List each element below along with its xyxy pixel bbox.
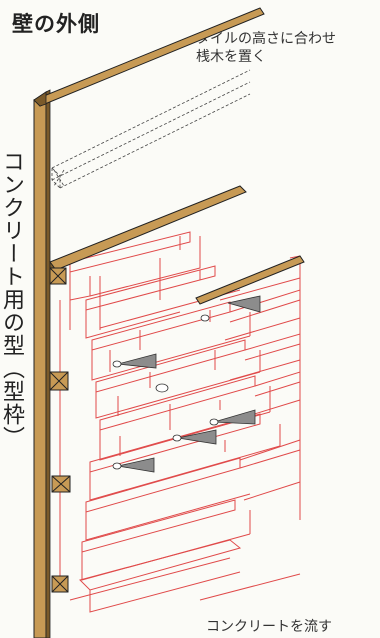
vertical-post — [33, 89, 51, 638]
spacer-block-1 — [49, 267, 67, 285]
note-pour-concrete: コンクリートを流す — [206, 619, 332, 635]
wedge-4 — [172, 429, 217, 445]
spacer-block-3 — [51, 475, 71, 493]
label-concrete-formwork: コンクリート用の型（型枠） — [0, 150, 24, 449]
wedge-3 — [209, 409, 256, 426]
wedge-5 — [112, 457, 155, 473]
note-place-battens: タイルの高さに合わせ 桟木を置く — [196, 30, 380, 66]
tile-courses — [59, 231, 301, 613]
title-wall-outside: 壁の外側 — [12, 11, 100, 36]
wedge-2 — [112, 353, 157, 369]
note-line-1: タイルの高さに合わせ — [196, 31, 336, 47]
right-batten — [195, 255, 305, 305]
tie-hole — [155, 383, 169, 393]
spacer-block-4 — [51, 575, 69, 593]
spacer-block-2 — [49, 371, 69, 391]
middle-batten — [49, 185, 247, 283]
spacer-blocks — [49, 267, 71, 593]
note-line-2: 桟木を置く — [196, 49, 266, 65]
dashed-batten-guide — [51, 69, 251, 189]
wedge-1 — [200, 295, 261, 322]
top-batten — [33, 7, 265, 107]
wedges — [112, 295, 261, 473]
